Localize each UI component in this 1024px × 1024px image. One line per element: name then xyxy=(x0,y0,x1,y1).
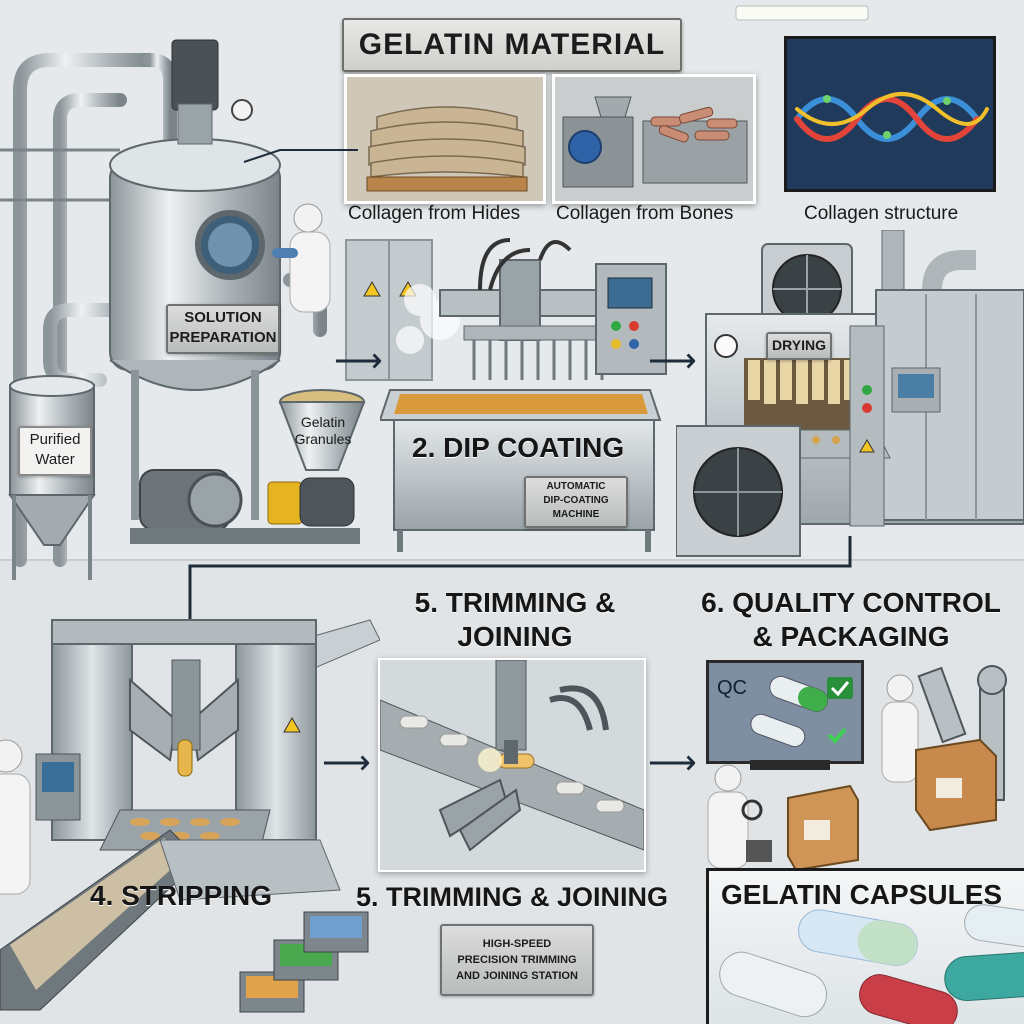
step-line: & PACKAGING xyxy=(752,621,950,652)
step-trimming-bottom: 5. TRIMMING & JOINING xyxy=(356,882,669,912)
collagen-helix-icon xyxy=(794,92,989,142)
qc-monitor: QC xyxy=(706,660,864,764)
arrow-right-icon: ⟶ xyxy=(648,744,697,782)
step-line: 5. TRIMMING & xyxy=(414,587,616,618)
trimming-station-plate: HIGH-SPEED PRECISION TRIMMING AND JOININ… xyxy=(440,924,594,996)
gelatin-capsules-inset: GELATIN CAPSULES xyxy=(706,868,1024,1024)
collagen-structure-monitor xyxy=(784,36,996,192)
drying-label: DRYING xyxy=(766,332,832,360)
label-line: AND JOINING STATION xyxy=(456,970,578,982)
qc-capsules-icon xyxy=(750,675,853,748)
collagen-structure-caption: Collagen structure xyxy=(804,203,959,224)
label-line: PREPARATION xyxy=(169,329,277,346)
dip-coating-machine-plate: AUTOMATIC DIP-COATING MACHINE xyxy=(524,476,628,528)
step-trimming-top: 5. TRIMMING & JOINING xyxy=(410,586,620,654)
drying-machine xyxy=(676,230,1024,557)
label-line: Gelatin xyxy=(300,414,346,430)
label-line: DIP-COATING xyxy=(543,495,609,506)
worker-figure xyxy=(272,203,331,313)
hides-caption: Collagen from Hides xyxy=(348,203,521,224)
label-line: MACHINE xyxy=(552,509,600,520)
bones-photo xyxy=(552,74,756,204)
label-line: Water xyxy=(35,451,75,468)
bones-illustration xyxy=(555,77,753,201)
label-line: PRECISION TRIMMING xyxy=(457,954,577,966)
solution-preparation-label: SOLUTION PREPARATION xyxy=(166,304,280,354)
arrow-right-icon: ⟶ xyxy=(334,342,383,380)
arrow-right-icon: ⟶ xyxy=(648,342,697,380)
label-line: SOLUTION xyxy=(184,309,262,326)
purified-water-label: Purified Water xyxy=(18,426,92,476)
label-line: Granules xyxy=(294,431,352,447)
connector-line xyxy=(243,149,358,163)
gelatin-granules-label: Gelatin Granules xyxy=(292,414,354,448)
trimming-closeup-illustration xyxy=(380,660,644,852)
hides-photo xyxy=(344,74,546,204)
qc-label: QC xyxy=(717,677,747,699)
arrow-right-icon: ⟶ xyxy=(322,744,371,782)
step-line: JOINING xyxy=(457,621,573,652)
capsules-illustration xyxy=(719,904,1024,1024)
hides-illustration xyxy=(347,77,543,201)
gelatin-capsules-title: GELATIN CAPSULES xyxy=(721,879,1003,910)
trimming-closeup-photo xyxy=(378,658,646,872)
label-line: HIGH-SPEED xyxy=(482,938,552,950)
step-quality-control: 6. QUALITY CONTROL & PACKAGING xyxy=(698,586,1004,654)
bones-caption: Collagen from Bones xyxy=(556,203,734,224)
stripping-machine xyxy=(0,619,380,1013)
step-line: 6. QUALITY CONTROL xyxy=(701,587,1001,618)
step-dip-coating: 2. DIP COATING xyxy=(412,432,625,463)
label-line: Purified xyxy=(29,431,81,448)
label-line: AUTOMATIC xyxy=(546,481,606,492)
step-stripping: 4. STRIPPING xyxy=(90,880,273,911)
packaging-station xyxy=(707,665,1007,870)
gelatin-material-title: GELATIN MATERIAL xyxy=(342,18,682,72)
